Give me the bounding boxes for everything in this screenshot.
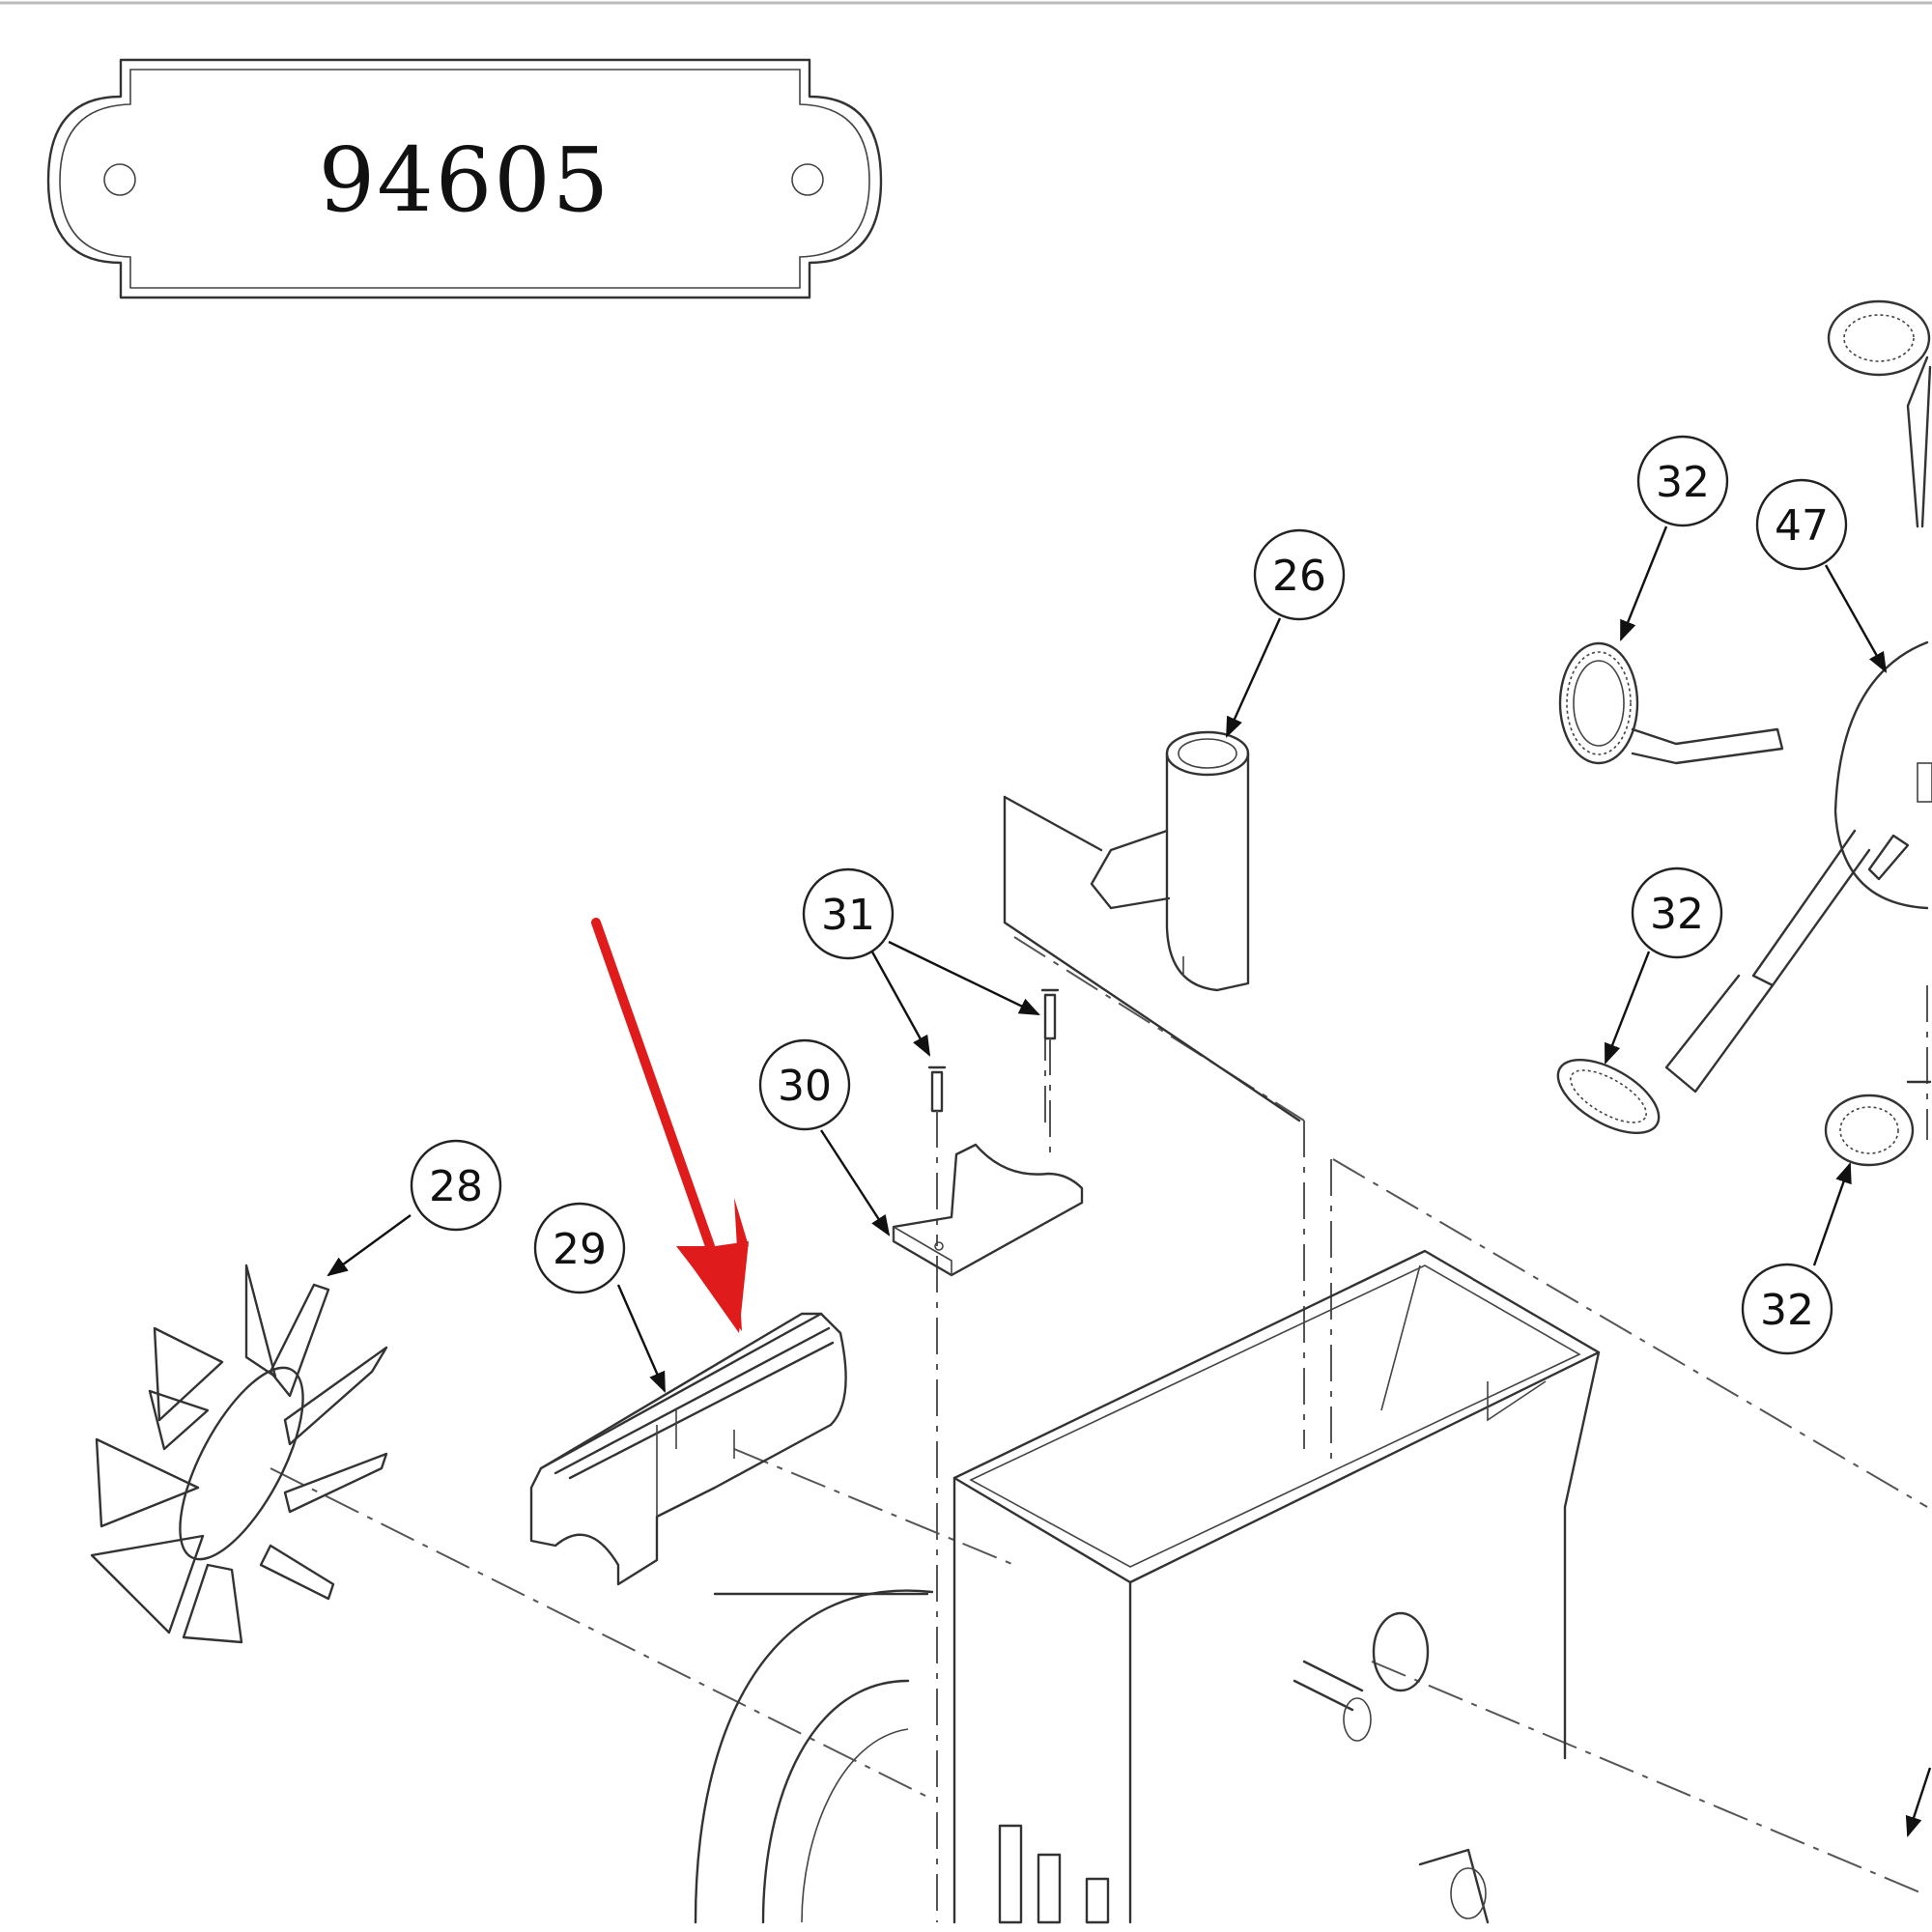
callout-label: 29: [553, 1225, 607, 1274]
leader-47: [1824, 564, 1888, 673]
leader-offscreen: [1905, 1767, 1932, 1838]
callout-29: 29: [533, 1202, 626, 1294]
part-47-rotor: [1664, 640, 1932, 1094]
callout-label: 32: [1656, 458, 1710, 507]
leader-31b: [888, 940, 1040, 1016]
leader-29: [616, 1284, 667, 1393]
callout-32-c: 32: [1741, 1263, 1833, 1355]
part-31-screws: [927, 988, 1060, 1246]
leader-32a: [1619, 526, 1668, 642]
highlight-arrow: [591, 918, 749, 1333]
leader-32c: [1812, 1161, 1852, 1266]
callout-label: 31: [821, 891, 875, 940]
part-29-shroud: [529, 1312, 847, 1586]
leader-31a: [867, 946, 931, 1057]
model-number: 94605: [319, 128, 611, 232]
leader-26: [1225, 617, 1282, 738]
plate-hole-left: [103, 163, 136, 196]
part-32-bearing-middle: [1556, 1058, 1661, 1135]
model-plate: 94605: [46, 58, 883, 299]
callout-label: 47: [1775, 501, 1829, 551]
blower-scroll: [694, 1589, 1110, 1924]
part-30-bracket: [892, 1143, 1084, 1277]
leader-28: [327, 1214, 412, 1277]
callout-label: 32: [1650, 890, 1704, 939]
part-32-bearing-upper: [1558, 641, 1784, 765]
callout-26: 26: [1253, 528, 1346, 621]
part-28-fan-impeller: [90, 1264, 388, 1644]
callout-28: 28: [410, 1139, 502, 1232]
callout-32-b: 32: [1631, 867, 1723, 959]
housing-port: [1372, 1611, 1430, 1692]
plate-hole-right: [791, 163, 824, 196]
callout-label: 28: [429, 1162, 483, 1211]
assembly-lines: [270, 936, 1928, 1922]
leader-32b: [1604, 951, 1651, 1065]
leader-30: [819, 1129, 891, 1236]
callout-31: 31: [802, 867, 895, 960]
callout-label: 32: [1760, 1286, 1814, 1335]
housing-box: [952, 1249, 1601, 1924]
callout-label: 26: [1272, 552, 1326, 601]
leader-lines: [327, 526, 1932, 1838]
part-26-elbow-tube: [1003, 730, 1301, 1122]
callout-32-a: 32: [1636, 435, 1729, 527]
callout-label: 30: [778, 1062, 832, 1111]
part-32-bearing-lower: [1824, 1080, 1932, 1167]
callout-47: 47: [1755, 478, 1848, 571]
part-32-bearing-top: [1827, 299, 1932, 528]
callout-30: 30: [758, 1038, 851, 1131]
